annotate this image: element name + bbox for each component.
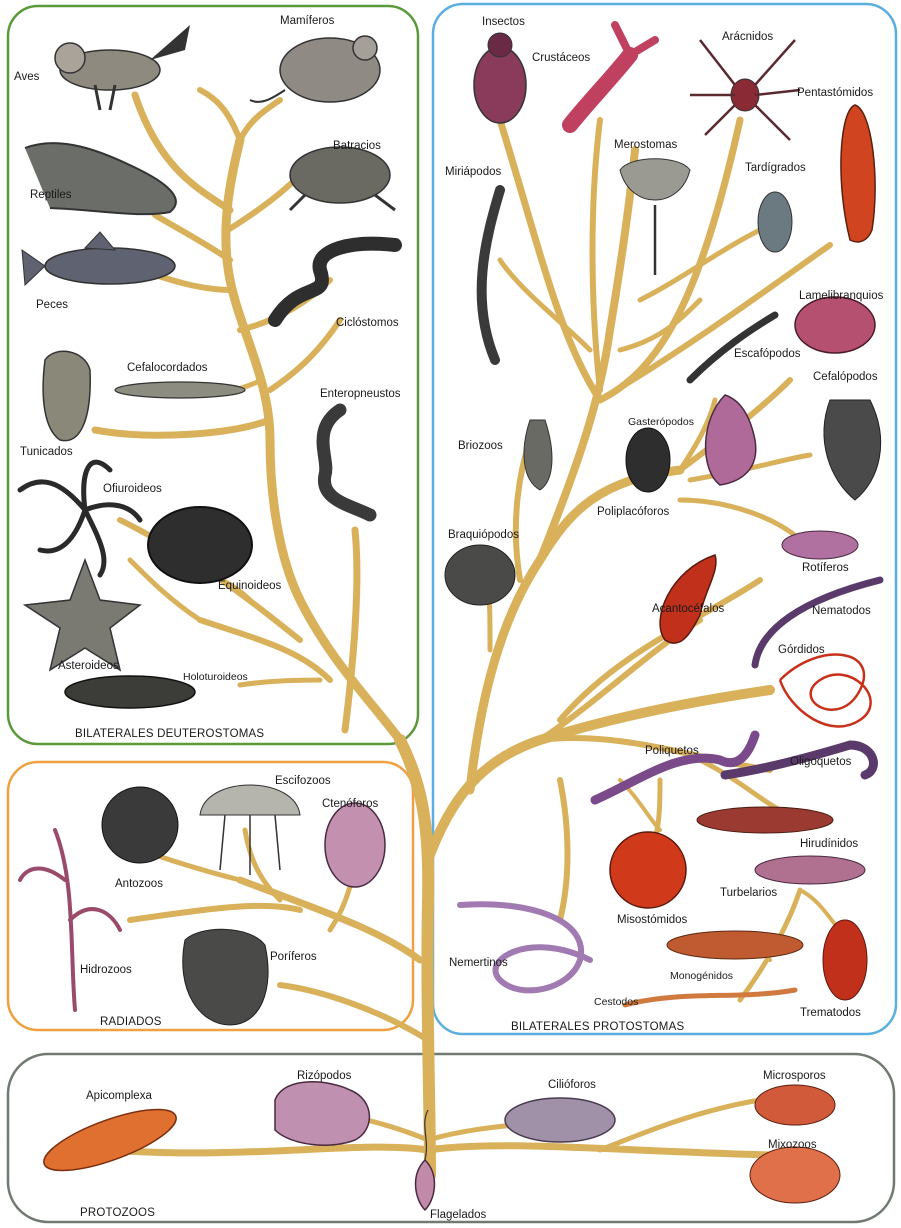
hydrozoan-illustration	[20, 830, 120, 1010]
label-holoturoideos: Holoturoideos	[183, 672, 248, 683]
label-braquiopodos: Braquiópodos	[448, 530, 519, 542]
spider-illustration	[690, 40, 800, 140]
label-enteropneustos: Enteropneustos	[320, 389, 401, 401]
pentastomid-illustration	[841, 105, 875, 242]
label-flagelados: Flagelados	[430, 1210, 486, 1222]
tapeworm-illustration	[625, 990, 795, 1005]
chiton-illustration	[626, 428, 670, 492]
label-poliplacoforos: Poliplacóforos	[597, 507, 669, 519]
label-rotiferos: Rotíferos	[802, 563, 849, 575]
label-hirudinidos: Hirudínidos	[800, 839, 858, 851]
label-poliquetos: Poliquetos	[645, 746, 699, 758]
label-escafopodos: Escafópodos	[734, 349, 801, 361]
label-cefalopodos: Cefalópodos	[813, 372, 878, 384]
squid-illustration	[824, 400, 881, 500]
fish-illustration	[22, 232, 175, 285]
sea-cucumber-illustration	[65, 676, 195, 708]
apicomplexa-illustration	[37, 1097, 182, 1182]
brachiopod-illustration	[445, 545, 515, 605]
label-acantocefalos: Acantocéfalos	[652, 604, 724, 616]
label-cestodos: Cestodos	[594, 997, 638, 1008]
mouse-illustration	[250, 36, 380, 102]
label-ctenoforos: Ctenóforos	[322, 799, 378, 811]
label-mamiferos: Mamíferos	[280, 16, 334, 28]
label-crustaceos: Crustáceos	[532, 53, 590, 65]
ribbon-worm-illustration	[460, 904, 590, 990]
microsporidia-illustration	[755, 1085, 835, 1125]
beetle-illustration	[474, 33, 526, 123]
label-tardigrados: Tardígrados	[745, 163, 806, 175]
label-aves: Aves	[14, 72, 39, 84]
label-poriferos: Poríferos	[270, 952, 317, 964]
acanthocephalan-illustration	[660, 555, 716, 643]
label-ofiuroideos: Ofiuroideos	[103, 484, 162, 496]
label-batracios: Batracios	[333, 141, 381, 153]
frog-illustration	[290, 147, 395, 210]
centipede-illustration	[482, 190, 500, 360]
label-rizopodos: Rizópodos	[297, 1071, 351, 1083]
starfish-illustration	[25, 560, 140, 670]
sponge-illustration	[183, 929, 268, 1025]
amoeba-illustration	[275, 1082, 369, 1145]
label-cefalocordados: Cefalocordados	[127, 363, 208, 375]
label-ciclostomos: Ciclóstomos	[336, 318, 399, 330]
jellyfish-illustration	[200, 785, 300, 875]
label-equinoideos: Equinoideos	[218, 581, 281, 593]
clam-illustration	[795, 297, 875, 353]
flatworm-illustration	[755, 856, 865, 884]
label-escifozoos: Escifozoos	[275, 776, 331, 788]
label-monogenidos: Monogénidos	[670, 971, 733, 982]
bryozoan-illustration	[524, 420, 552, 490]
label-asteroideos: Asteroideos	[58, 661, 119, 673]
label-turbelarios: Turbelarios	[720, 888, 777, 900]
label-lamelibranquios: Lamelibranquios	[799, 291, 883, 303]
label-nemertinos: Nemertinos	[449, 958, 508, 970]
lancelet-illustration	[115, 382, 245, 398]
group-label-deuterostomas: BILATERALES DEUTEROSTOMAS	[75, 729, 264, 741]
lizard-illustration	[25, 143, 176, 214]
comb-jelly-illustration	[325, 803, 385, 887]
monogenean-illustration	[667, 931, 803, 959]
group-label-protozoos: PROTOZOOS	[80, 1208, 155, 1220]
label-apicomplexa: Apicomplexa	[86, 1091, 152, 1103]
label-misostomidos: Misostómidos	[617, 915, 687, 927]
tardigrade-illustration	[758, 192, 792, 252]
label-nematodos: Nematodos	[812, 606, 871, 618]
label-tunicados: Tunicados	[20, 447, 73, 459]
group-label-radiados: RADIADOS	[100, 1017, 162, 1029]
myxozoa-illustration	[750, 1147, 840, 1203]
tunicate-illustration	[43, 351, 90, 440]
label-pentastomidos: Pentastómidos	[797, 88, 873, 100]
leech-illustration	[697, 807, 833, 833]
label-oligoquetos: Oligoquetos	[790, 757, 851, 769]
label-cilioforos: Cilióforos	[548, 1080, 596, 1092]
label-merostomas: Merostomas	[614, 140, 677, 152]
label-trematodos: Trematodos	[800, 1008, 861, 1020]
bird-illustration	[55, 25, 190, 110]
fluke-illustration	[823, 920, 867, 1000]
label-aracnidos: Arácnidos	[722, 32, 773, 44]
group-label-protostomas: BILATERALES PROTOSTOMAS	[511, 1022, 684, 1034]
ciliate-illustration	[505, 1098, 615, 1142]
lamprey-illustration	[275, 244, 395, 320]
label-antozoos: Antozoos	[115, 879, 163, 891]
label-gordidos: Górdidos	[778, 645, 825, 657]
label-briozoos: Briozoos	[458, 441, 503, 453]
sea-urchin-illustration	[148, 507, 252, 583]
label-microsporos: Microsporos	[763, 1071, 826, 1083]
label-mixozoos: Mixozoos	[768, 1140, 817, 1152]
rotifer-illustration	[782, 531, 858, 559]
label-hidrozoos: Hidrozoos	[80, 965, 132, 977]
label-insectos: Insectos	[482, 17, 525, 29]
label-miriapodos: Miriápodos	[445, 167, 501, 179]
lobster-illustration	[570, 25, 655, 125]
sea-anemone-illustration	[102, 787, 178, 863]
horsehair-worm-illustration	[780, 655, 871, 727]
label-peces: Peces	[36, 300, 68, 312]
label-reptiles: Reptiles	[30, 190, 72, 202]
label-gasteropodos: Gasterópodos	[628, 417, 694, 428]
myzostomid-illustration	[610, 832, 686, 908]
acorn-worm-illustration	[323, 410, 370, 515]
